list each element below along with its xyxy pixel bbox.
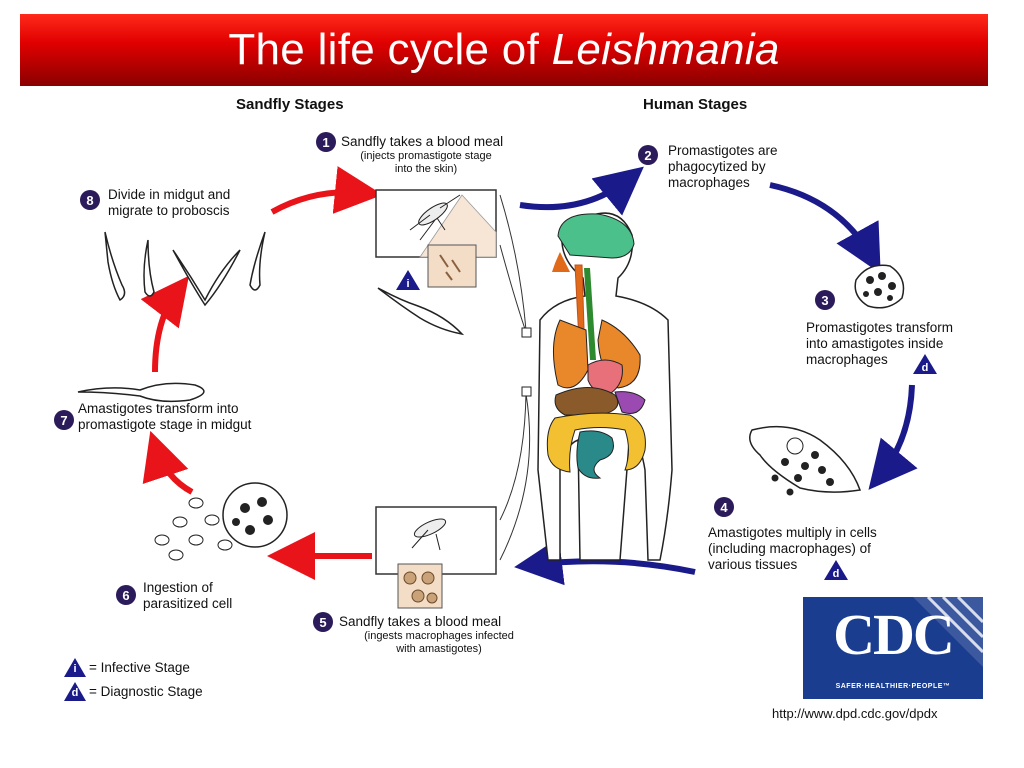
svg-text:d: d [922,362,929,374]
sandfly-feeding-image-bottom [375,506,497,609]
title-main: The life cycle of [228,25,552,74]
sandfly-feeding-image-top [375,189,497,288]
step-2-label: Promastigotes are phagocytized by macrop… [668,143,778,190]
step-5-text: Sandfly takes a blood meal [339,614,502,629]
step-number-8: 8 [80,190,100,210]
sandfly-stages-heading: Sandfly Stages [236,96,344,113]
step-1-subtext: (injects promastigote stage into the ski… [360,150,492,175]
svg-text:d: d [833,568,840,580]
arrow-1-to-2 [519,166,644,216]
diagnostic-legend-label: = Diagnostic Stage [89,684,203,699]
human-stages-heading: Human Stages [643,96,748,113]
step-6-label: Ingestion of parasitized cell [143,580,233,611]
promastigotes-dividing [104,231,266,307]
arrow-2-to-3 [769,182,881,274]
step-1-text: Sandfly takes a blood meal [341,134,504,149]
step-5-subtext: (ingests macrophages infected with amast… [364,630,514,655]
connector-lines [499,194,531,561]
legend-diagnostic: d = Diagnostic Stage [64,682,203,701]
macrophage-drawing [854,264,905,309]
step-number-5: 5 [313,612,333,632]
infective-stage-marker: i [396,270,420,290]
arrow-8-to-1 [270,166,383,215]
arrow-7-to-8 [140,275,189,373]
arrow-3-to-4 [868,384,918,490]
step-number-2: 2 [638,145,658,165]
source-url: http://www.dpd.cdc.gov/dpdx [772,706,938,721]
arrow-4-to-5 [514,537,696,586]
step-number-4: 4 [714,497,734,517]
step-number-6: 6 [116,585,136,605]
step-8-label: Divide in midgut and migrate to probosci… [108,187,231,218]
human-body-figure [537,212,673,561]
cdc-logo-stripes [913,597,983,667]
midgut-promastigote [77,382,205,403]
page-title: The life cycle of Leishmania [228,25,779,75]
title-bar: The life cycle of Leishmania [20,14,988,86]
step-number-7: 7 [54,410,74,430]
infective-legend-label: = Infective Stage [89,660,190,675]
arrow-6-to-7 [142,430,194,495]
diagnostic-legend-symbol: d [71,687,79,699]
diagnostic-legend-icon: d [64,682,86,701]
diagnostic-stage-marker-3: d [913,354,937,374]
diagnostic-stage-marker-4: d [824,560,848,580]
step-7-label: Amastigotes transform into promastigote … [78,401,252,432]
step-number-1: 1 [316,132,336,152]
step-1-label: Sandfly takes a blood meal (injects prom… [341,134,541,176]
cdc-tagline: SAFER·HEALTHIER·PEOPLE™ [835,683,951,690]
step-4-label: Amastigotes multiply in cells (including… [708,525,877,572]
infected-tissue-cell [749,425,862,496]
step-5-label: Sandfly takes a blood meal (ingests macr… [339,614,539,656]
step-number-3: 3 [815,290,835,310]
cdc-logo: CDC SAFER·HEALTHIER·PEOPLE™ [803,597,983,699]
step-3-label: Promastigotes transform into amastigotes… [806,320,954,367]
cdc-logo-text: CDC [833,602,955,667]
parasitized-cell-cluster [154,482,288,561]
promastigote-drawing [377,287,465,336]
svg-text:i: i [406,278,409,290]
infective-legend-icon: i [64,658,86,677]
title-italic: Leishmania [551,25,780,74]
infective-legend-symbol: i [73,663,77,675]
legend-infective: i = Infective Stage [64,658,190,677]
